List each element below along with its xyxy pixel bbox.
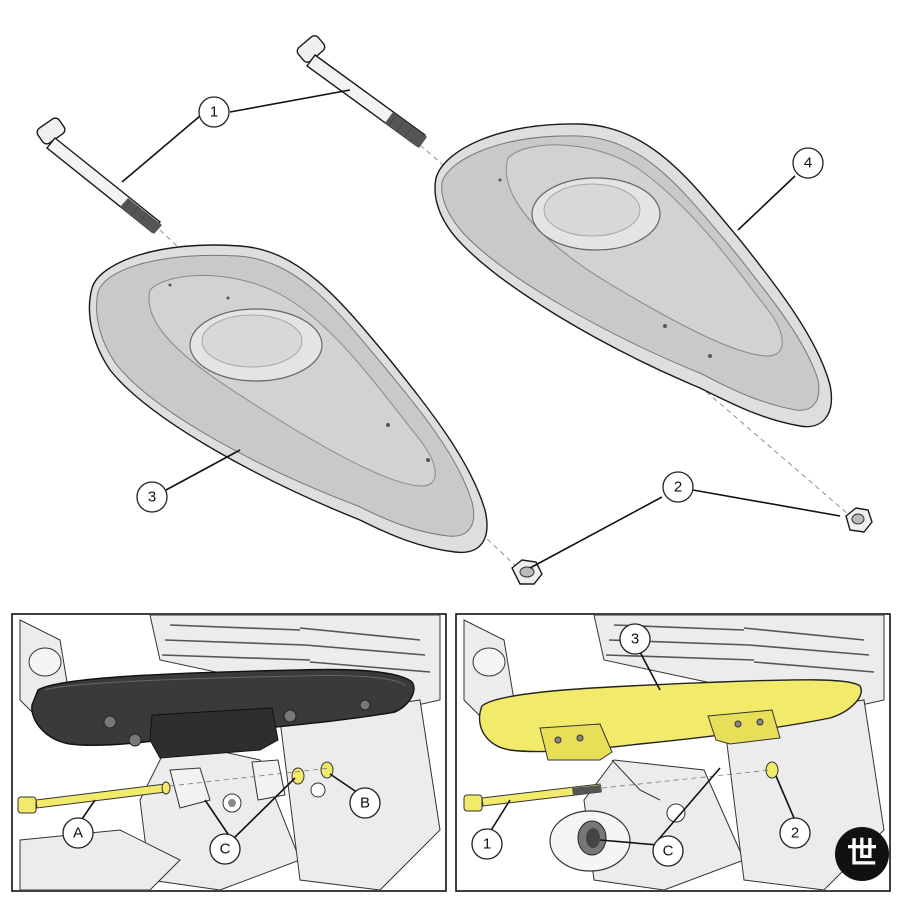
footboard-dark — [31, 668, 415, 746]
logo-glyph: 世 — [847, 837, 877, 872]
callout-3-panel: 3 — [619, 623, 651, 655]
leader-3 — [165, 449, 241, 491]
bolt-left — [36, 117, 162, 234]
callout-c-right: C — [652, 835, 684, 867]
leader-2b — [692, 489, 841, 517]
bolt-a-highlight — [17, 781, 171, 814]
leader-2a — [529, 496, 663, 569]
callout-a: A — [62, 817, 94, 849]
leader-1b — [229, 89, 351, 113]
spacer-magnified — [549, 810, 631, 872]
callout-1-label: 1 — [210, 104, 218, 121]
nut-right — [845, 507, 873, 533]
callout-2-panel: 2 — [779, 817, 811, 849]
detail-panel-right: 3 1 C 2 世 — [455, 613, 891, 892]
callout-b: B — [349, 787, 381, 819]
callout-2-panel-label: 2 — [791, 825, 799, 842]
footboard-right — [434, 123, 832, 428]
detail-panel-left: A B C — [11, 613, 447, 892]
footboard-left — [88, 244, 488, 554]
callout-a-label: A — [73, 825, 83, 842]
alignment-line-right — [419, 144, 856, 521]
leader-4 — [737, 175, 796, 231]
bolt-1-highlight — [463, 783, 602, 812]
callout-1-panel: 1 — [471, 828, 503, 860]
bolt-right — [296, 35, 427, 148]
callout-2-label: 2 — [674, 479, 682, 496]
callout-4-label: 4 — [804, 155, 812, 172]
callout-1-panel-label: 1 — [483, 836, 491, 853]
callout-3-label: 3 — [148, 489, 156, 506]
callout-4: 4 — [792, 147, 824, 179]
callout-c-left: C — [209, 833, 241, 865]
callout-b-label: B — [360, 795, 370, 812]
top-exploded-view: 1 4 3 2 — [36, 35, 873, 585]
callout-c-right-label: C — [663, 843, 674, 860]
callout-1: 1 — [198, 96, 230, 128]
engine-fins-left — [161, 624, 431, 673]
callout-3-panel-label: 3 — [631, 631, 639, 648]
logo-badge: 世 — [835, 827, 889, 881]
callout-3: 3 — [136, 481, 168, 513]
nut-2-highlight — [765, 761, 779, 779]
callout-c-left-label: C — [220, 841, 231, 858]
leader-1a — [121, 115, 201, 183]
callout-2: 2 — [662, 471, 694, 503]
